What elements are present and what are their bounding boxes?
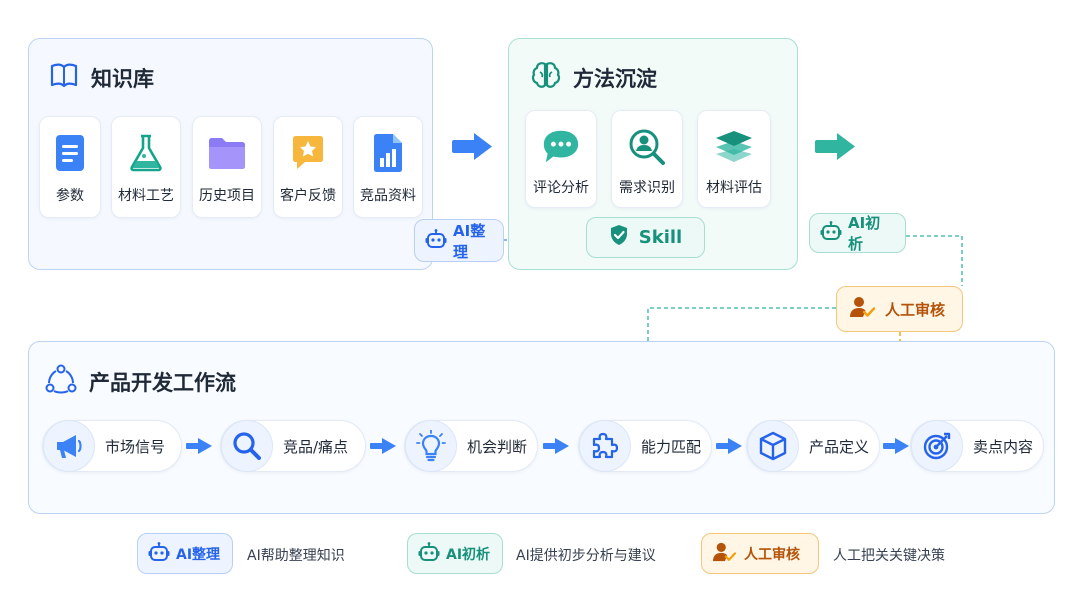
kb-item-history[interactable]: 历史项目 [192, 116, 262, 218]
workflow-step-capability[interactable]: 能力匹配 [578, 420, 712, 472]
person-check-icon [849, 295, 876, 323]
step-arrow [716, 438, 742, 454]
robot-icon [148, 541, 170, 566]
knowledge-base-header: 知识库 [49, 61, 154, 94]
ai-organize-tag[interactable]: AI整理 [414, 219, 504, 262]
workflow-step-opportunity[interactable]: 机会判断 [404, 420, 538, 472]
step-arrow [883, 438, 909, 454]
megaphone-icon [43, 420, 95, 472]
workflow-step-label: 机会判断 [467, 437, 528, 456]
step-arrow [186, 438, 212, 454]
workflow-step-label: 卖点内容 [973, 437, 1034, 456]
kb-item-competitors[interactable]: 竞品资料 [353, 116, 423, 218]
method-panel: 方法沉淀 评论分析 需求识别 材料评估 [508, 38, 798, 270]
workflow-panel: 产品开发工作流 [28, 341, 1055, 514]
brain-icon [531, 61, 561, 94]
folder-icon [207, 133, 247, 173]
workflow-header: 产品开发工作流 [45, 364, 236, 399]
person-check-icon [712, 541, 737, 567]
robot-icon [820, 221, 842, 245]
flask-icon [126, 133, 166, 173]
workflow-step-label: 竞品/痛点 [283, 437, 349, 456]
knowledge-base-panel: 知识库 参数 材料工艺 历史项目 客户反馈 竞品资料 [28, 38, 433, 270]
step-arrow [370, 438, 396, 454]
skill-badge[interactable]: Skill [586, 217, 705, 258]
arrow-kb-to-method [452, 133, 492, 160]
book-icon [49, 61, 79, 94]
kb-item-params[interactable]: 参数 [39, 116, 101, 218]
legend-desc: 人工把关关键决策 [833, 548, 945, 564]
step-arrow [543, 438, 569, 454]
kb-item-label: 历史项目 [199, 188, 255, 204]
user-search-icon [627, 127, 667, 167]
workflow-step-market-signal[interactable]: 市场信号 [42, 420, 182, 472]
shield-check-icon [609, 224, 629, 251]
ai-organize-label: AI整理 [453, 221, 486, 261]
method-item-needs[interactable]: 需求识别 [611, 110, 683, 208]
method-title: 方法沉淀 [573, 66, 657, 91]
search-icon [221, 420, 273, 472]
cycle-nodes-icon [45, 364, 77, 399]
kb-item-label: 参数 [56, 188, 84, 204]
dashed-link-analyze-review [906, 235, 963, 286]
method-item-label: 需求识别 [619, 180, 675, 196]
legend-tag-human-review: 人工审核 [701, 533, 819, 574]
robot-icon [425, 228, 447, 253]
target-icon [911, 420, 963, 472]
chat-bubble-icon [541, 127, 581, 167]
kb-item-materials[interactable]: 材料工艺 [111, 116, 181, 218]
human-review-tag[interactable]: 人工审核 [836, 286, 963, 332]
kb-item-feedback[interactable]: 客户反馈 [273, 116, 343, 218]
legend-tag-label: 人工审核 [744, 546, 800, 563]
legend-tag-label: AI初析 [446, 546, 491, 563]
robot-icon [418, 541, 440, 566]
layers-icon [714, 127, 754, 167]
method-item-label: 评论分析 [533, 180, 589, 196]
arrow-method-to-ai-analyze [815, 133, 855, 160]
lightbulb-icon [405, 420, 457, 472]
method-header: 方法沉淀 [531, 61, 657, 94]
skill-label: Skill [638, 227, 683, 248]
report-chart-icon [368, 133, 408, 173]
legend-tag-ai-organize: AI整理 [137, 533, 233, 574]
dashed-link-review-flow [647, 307, 836, 341]
kb-item-label: 客户反馈 [280, 188, 336, 204]
kb-item-label: 材料工艺 [118, 188, 174, 204]
kb-item-label: 竞品资料 [360, 188, 416, 204]
document-icon [50, 133, 90, 173]
ai-analyze-tag[interactable]: AI初析 [809, 213, 906, 253]
legend-tag-ai-analyze: AI初析 [407, 533, 503, 574]
legend-desc: AI帮助整理知识 [247, 548, 345, 564]
legend-tag-label: AI整理 [176, 546, 221, 563]
workflow-step-definition[interactable]: 产品定义 [746, 420, 880, 472]
method-item-label: 材料评估 [706, 180, 762, 196]
workflow-step-label: 产品定义 [809, 437, 870, 456]
method-item-material-eval[interactable]: 材料评估 [697, 110, 771, 208]
workflow-step-label: 市场信号 [105, 437, 166, 456]
legend-desc: AI提供初步分析与建议 [516, 548, 656, 564]
knowledge-base-title: 知识库 [91, 66, 154, 91]
human-review-label: 人工审核 [885, 300, 946, 319]
feedback-star-icon [288, 133, 328, 173]
method-item-review[interactable]: 评论分析 [525, 110, 597, 208]
ai-analyze-label: AI初析 [848, 214, 881, 253]
puzzle-icon [579, 420, 631, 472]
workflow-title: 产品开发工作流 [89, 370, 236, 395]
workflow-step-label: 能力匹配 [641, 437, 702, 456]
workflow-step-selling-points[interactable]: 卖点内容 [910, 420, 1044, 472]
cube-icon [747, 420, 799, 472]
workflow-step-competitor-pain[interactable]: 竞品/痛点 [220, 420, 366, 472]
